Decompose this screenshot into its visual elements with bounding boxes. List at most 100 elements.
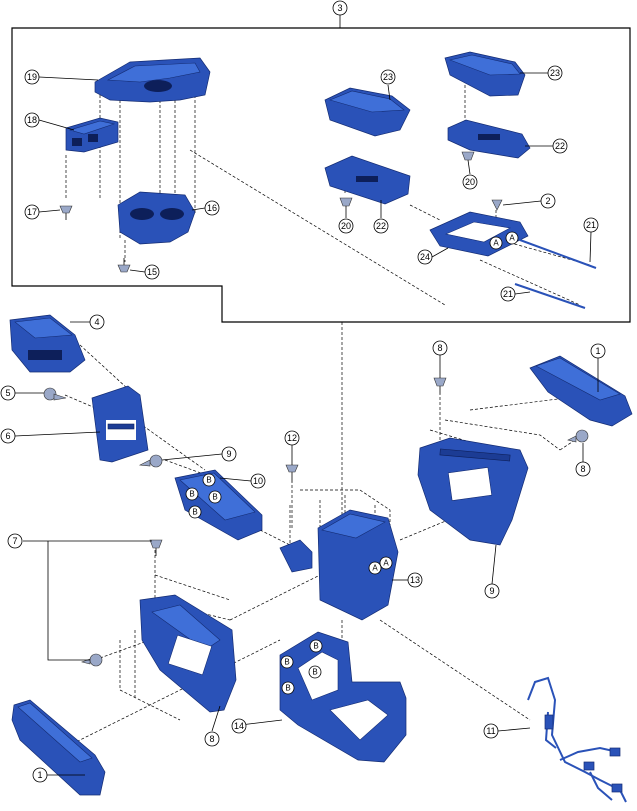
callout-9-panel: 9 — [484, 583, 500, 599]
fastener-15 — [117, 258, 131, 273]
callout-20-right: 20 — [462, 174, 478, 190]
callout-19: 19 — [24, 69, 40, 85]
callout-23-right: 23 — [547, 65, 563, 81]
svg-text:A: A — [509, 234, 515, 243]
fastener-20-right — [461, 151, 475, 161]
callout-23-left: 23 — [380, 69, 396, 85]
svg-text:20: 20 — [465, 177, 475, 187]
callout-24: 24 — [417, 249, 433, 265]
badge-b-frame-4: B — [281, 681, 295, 695]
svg-text:22: 22 — [376, 221, 386, 231]
part-11-wiring-harness — [527, 676, 627, 803]
callout-18: 18 — [24, 112, 40, 128]
svg-text:B: B — [285, 684, 290, 693]
fastener-7-bottom — [80, 653, 103, 667]
callout-2: 2 — [540, 193, 556, 209]
part-1-side-trim-right — [529, 355, 633, 427]
fastener-2 — [491, 199, 503, 211]
callout-1-lower: 1 — [32, 767, 48, 783]
svg-text:8: 8 — [580, 464, 585, 474]
svg-text:8: 8 — [209, 734, 214, 744]
svg-text:12: 12 — [287, 433, 297, 443]
svg-text:13: 13 — [410, 575, 420, 585]
part-14-lower-frame — [279, 631, 407, 763]
callout-1-upper: 1 — [590, 343, 606, 359]
callout-21-lower: 21 — [500, 286, 516, 302]
callout-10: 10 — [250, 473, 266, 489]
callout-4: 4 — [89, 314, 105, 330]
svg-text:A: A — [383, 559, 389, 568]
badge-a-bracket-1: A — [489, 236, 503, 250]
svg-text:19: 19 — [27, 72, 37, 82]
badge-b-frame-3: B — [308, 665, 322, 679]
badge-a-console-2: A — [379, 556, 393, 570]
part-23-armrest-lid — [324, 87, 411, 137]
svg-text:11: 11 — [486, 726, 495, 736]
svg-text:10: 10 — [253, 476, 263, 486]
callout-20-left: 20 — [338, 218, 354, 234]
part-21-rod-lower — [514, 283, 586, 309]
callout-21-upper: 21 — [583, 217, 599, 233]
svg-text:24: 24 — [420, 252, 430, 262]
svg-text:8: 8 — [437, 343, 442, 353]
part-22-armrest-base-right — [447, 119, 531, 159]
callout-11: 11 — [483, 723, 499, 739]
svg-text:A: A — [493, 239, 499, 248]
svg-text:6: 6 — [5, 431, 10, 441]
svg-text:15: 15 — [147, 267, 157, 277]
fastener-9 — [138, 454, 163, 468]
svg-text:23: 23 — [383, 72, 393, 82]
part-4-front-trim — [9, 314, 86, 373]
fastener-17 — [59, 205, 73, 220]
callout-16: 16 — [204, 200, 220, 216]
callout-3: 3 — [332, 0, 348, 16]
fastener-8-top — [433, 377, 447, 394]
callout-9-pin: 9 — [221, 446, 237, 462]
svg-text:4: 4 — [94, 317, 99, 327]
svg-text:A: A — [372, 564, 378, 573]
svg-text:B: B — [284, 658, 289, 667]
part-1-side-trim-left — [11, 699, 106, 796]
svg-text:18: 18 — [27, 115, 37, 125]
part-24-bracket — [429, 211, 529, 257]
callout-5: 5 — [0, 385, 16, 401]
svg-text:B: B — [212, 493, 217, 502]
svg-text:B: B — [312, 668, 317, 677]
svg-text:16: 16 — [207, 203, 217, 213]
svg-text:3: 3 — [337, 3, 342, 13]
svg-text:9: 9 — [489, 586, 494, 596]
svg-text:B: B — [206, 476, 211, 485]
callout-22-right: 22 — [552, 138, 568, 154]
svg-text:B: B — [192, 508, 197, 517]
part-22-armrest-base — [324, 155, 411, 205]
svg-text:1: 1 — [37, 770, 42, 780]
badge-a-bracket-2: A — [505, 231, 519, 245]
callout-15: 15 — [144, 264, 160, 280]
subassembly-frame — [11, 27, 631, 323]
fastener-20 — [339, 197, 353, 207]
part-8-side-panel-left — [139, 594, 237, 713]
badge-b-frame-1: B — [309, 639, 323, 653]
fastener-5 — [43, 387, 67, 401]
svg-text:B: B — [313, 642, 318, 651]
fastener-8-right — [567, 429, 589, 443]
part-13-console-box — [279, 509, 399, 621]
svg-text:B: B — [189, 490, 194, 499]
callout-17: 17 — [24, 204, 40, 220]
callout-13: 13 — [407, 572, 423, 588]
callout-6: 6 — [0, 428, 16, 444]
svg-text:17: 17 — [27, 207, 37, 217]
part-18-switch-panel — [65, 117, 119, 153]
part-21-rod — [519, 239, 597, 269]
part-6-bezel — [91, 385, 149, 463]
svg-text:7: 7 — [12, 536, 17, 546]
callout-8-lower: 8 — [204, 731, 220, 747]
badge-b-panel-3: B — [208, 490, 222, 504]
svg-text:9: 9 — [226, 449, 231, 459]
svg-text:22: 22 — [555, 141, 565, 151]
part-23-armrest-lid-right — [444, 51, 526, 97]
part-19-upper-panel — [94, 57, 211, 103]
callout-leaders — [14, 72, 599, 776]
part-9-side-panel-right — [417, 437, 529, 546]
svg-text:21: 21 — [503, 289, 513, 299]
